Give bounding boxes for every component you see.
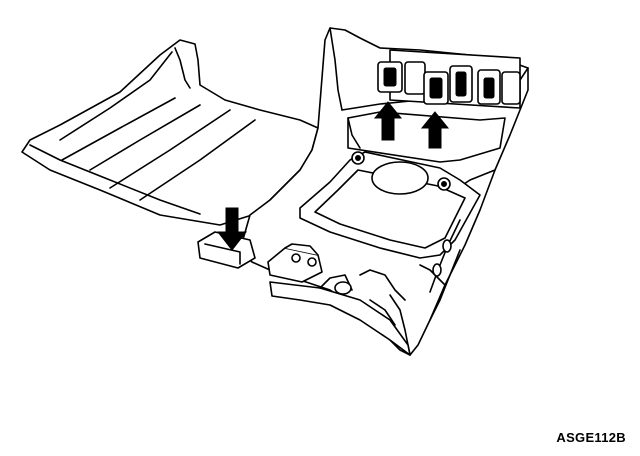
- console-tray: [299, 151, 481, 259]
- tray-recess: [371, 161, 429, 195]
- front-clip-center: [267, 243, 323, 283]
- arrow-up-right: [420, 111, 450, 149]
- switch-6: [501, 71, 521, 105]
- side-clips: [429, 219, 461, 293]
- console-lower-rib: [269, 269, 411, 356]
- arrow-down: [216, 207, 248, 251]
- figure-reference-code: ASGE112B: [556, 430, 626, 445]
- switch-2: [404, 61, 426, 95]
- switch-bank: [377, 49, 521, 109]
- arrow-up-left: [373, 101, 403, 141]
- console-left-panel: [21, 39, 319, 226]
- front-clip-left: [197, 231, 256, 269]
